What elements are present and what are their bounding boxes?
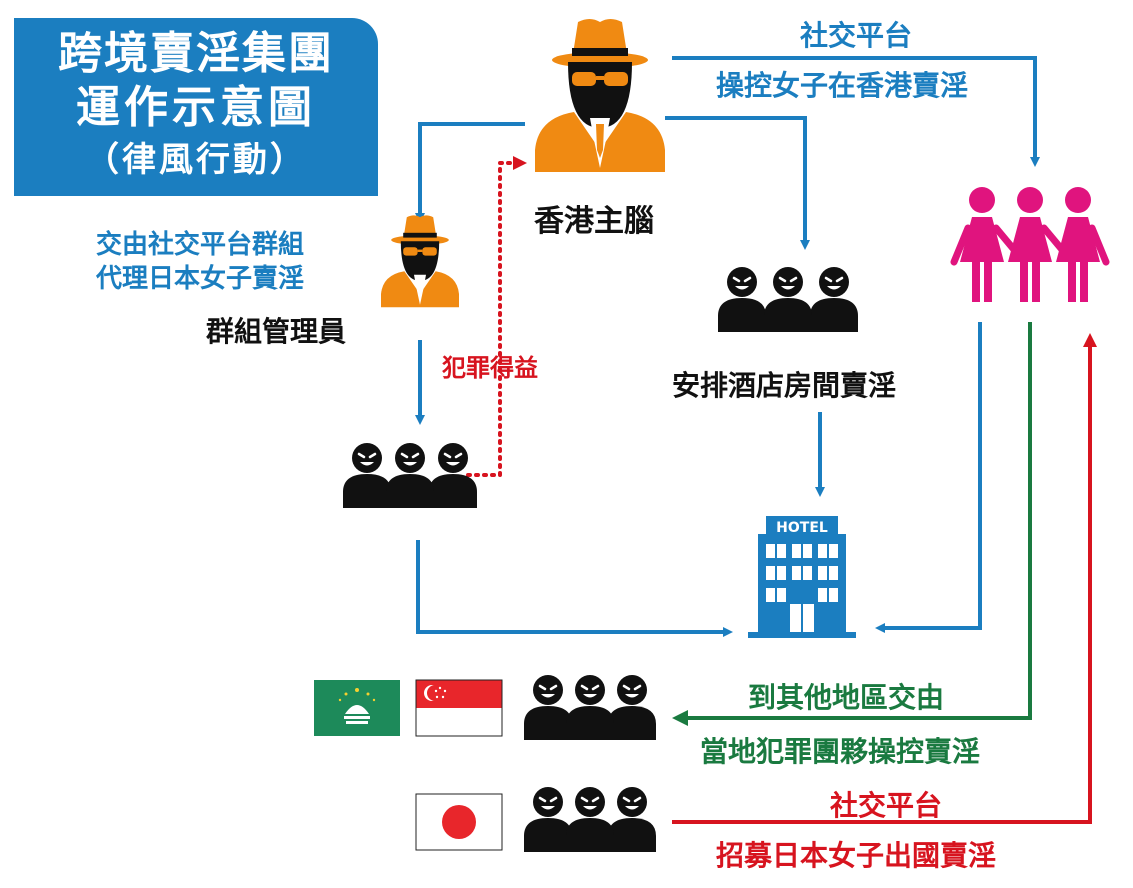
- macau-flag-icon: [314, 680, 400, 736]
- proceeds-label: 犯罪得益: [442, 354, 538, 382]
- edge-gang-to-hotel: [416, 540, 733, 637]
- edge-proceeds-to-mastermind: [466, 156, 527, 477]
- control-women-label: 操控女子在香港賣淫: [716, 69, 969, 102]
- title-box: 跨境賣淫集團 運作示意圖 （律風行動）: [14, 18, 378, 196]
- mastermind-icon: [535, 19, 665, 172]
- edge-japan-recruit-to-women: [672, 333, 1097, 824]
- admin-label: 群組管理員: [206, 315, 347, 348]
- mastermind-label: 香港主腦: [534, 204, 654, 239]
- edge-mastermind-to-admin: [415, 122, 525, 223]
- gang-icon-hotel: [718, 265, 858, 332]
- women-icon: [950, 187, 1110, 302]
- gang-icon-admin: [343, 441, 477, 508]
- social-platform-bottom-label: 社交平台: [830, 789, 943, 822]
- other-regions-line-2: 當地犯罪團夥操控賣淫: [700, 735, 981, 768]
- title-line-1: 跨境賣淫集團: [58, 28, 334, 79]
- recruit-japan-label: 招募日本女子出國賣淫: [716, 839, 997, 872]
- edge-women-to-other-regions: [672, 322, 1032, 726]
- admin-desc-line-1: 交由社交平台群組: [96, 230, 305, 260]
- hotel-sign: HOTEL: [776, 520, 828, 536]
- title-line-3: （律風行動）: [85, 140, 307, 180]
- edge-mastermind-to-women: [672, 56, 1040, 167]
- admin-icon: [381, 215, 459, 308]
- japan-flag-icon: [415, 793, 503, 851]
- singapore-flag-icon: [415, 679, 503, 737]
- hotel-arrange-label: 安排酒店房間賣淫: [672, 369, 897, 402]
- other-regions-line-1: 到其他地區交由: [748, 681, 945, 714]
- title-line-2: 運作示意圖: [76, 82, 316, 133]
- edge-mastermind-to-hotel-gang: [665, 116, 810, 250]
- social-platform-top-label: 社交平台: [800, 19, 913, 52]
- admin-desc-line-2: 代理日本女子賣淫: [96, 264, 305, 294]
- hotel-icon: HOTEL: [748, 516, 856, 638]
- gang-icon-overseas: [524, 673, 656, 740]
- edge-women-to-hotel: [875, 322, 982, 633]
- gang-icon-japan: [524, 785, 656, 852]
